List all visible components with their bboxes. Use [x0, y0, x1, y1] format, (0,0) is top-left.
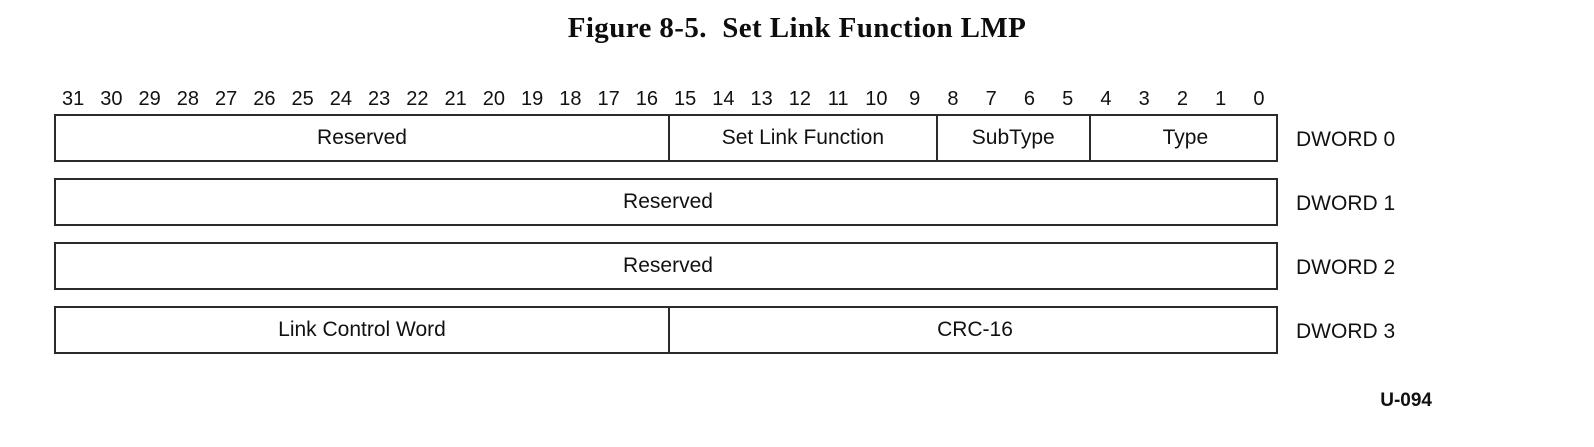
field-reserved: Reserved — [623, 254, 713, 277]
bit-label-23: 23 — [368, 88, 391, 110]
field-subtype: SubType — [935, 116, 1089, 160]
bit-label-13: 13 — [750, 88, 773, 110]
figure-title: Figure 8-5. Set Link Function LMP — [567, 12, 1027, 44]
bit-label-14: 14 — [712, 88, 735, 110]
bit-label-25: 25 — [291, 88, 314, 110]
bit-label-30: 30 — [100, 88, 123, 110]
field-reserved: Reserved — [623, 190, 713, 213]
bit-label-28: 28 — [176, 88, 199, 110]
bit-label-22: 22 — [406, 88, 429, 110]
bit-label-1: 1 — [1215, 88, 1227, 110]
dword-label-2: DWORD 2 — [1296, 256, 1396, 279]
field-type: Type — [1088, 116, 1280, 160]
field-reserved: Reserved — [317, 126, 407, 149]
bit-label-2: 2 — [1176, 88, 1188, 110]
bit-label-21: 21 — [444, 88, 467, 110]
bit-label-0: 0 — [1253, 88, 1265, 110]
bit-label-7: 7 — [985, 88, 997, 110]
field-set-link-function: Set Link Function — [668, 116, 936, 160]
bit-label-18: 18 — [559, 88, 582, 110]
bit-label-3: 3 — [1138, 88, 1150, 110]
field-link-control-word: Link Control Word — [278, 318, 446, 341]
dword-row-1: Reserved DWORD 1 — [54, 178, 1395, 226]
bit-label-6: 6 — [1023, 88, 1035, 110]
bit-label-15: 15 — [674, 88, 697, 110]
dword-row-3: Link Control Word CRC-16 DWORD 3 — [54, 306, 1395, 354]
bit-label-27: 27 — [215, 88, 238, 110]
dword-label-3: DWORD 3 — [1296, 320, 1396, 343]
bit-label-11: 11 — [827, 88, 849, 110]
bit-label-19: 19 — [521, 88, 544, 110]
bit-label-29: 29 — [138, 88, 161, 110]
bit-label-16: 16 — [635, 88, 658, 110]
bit-label-17: 17 — [597, 88, 620, 110]
bit-label-9: 9 — [909, 88, 921, 110]
bit-label-10: 10 — [865, 88, 888, 110]
figure-source-code: U-094 — [1380, 390, 1432, 411]
bit-label-5: 5 — [1062, 88, 1074, 110]
bit-label-26: 26 — [253, 88, 276, 110]
dword-row-2: Reserved DWORD 2 — [54, 242, 1395, 290]
bit-label-12: 12 — [788, 88, 811, 110]
dword-label-0: DWORD 0 — [1296, 128, 1396, 151]
bit-label-20: 20 — [482, 88, 505, 110]
bit-label-8: 8 — [947, 88, 959, 110]
bit-label-4: 4 — [1100, 88, 1112, 110]
field-crc-16: CRC-16 — [668, 308, 1280, 352]
dword-label-1: DWORD 1 — [1296, 192, 1396, 215]
bit-label-24: 24 — [329, 88, 352, 110]
bit-label-31: 31 — [62, 88, 85, 110]
